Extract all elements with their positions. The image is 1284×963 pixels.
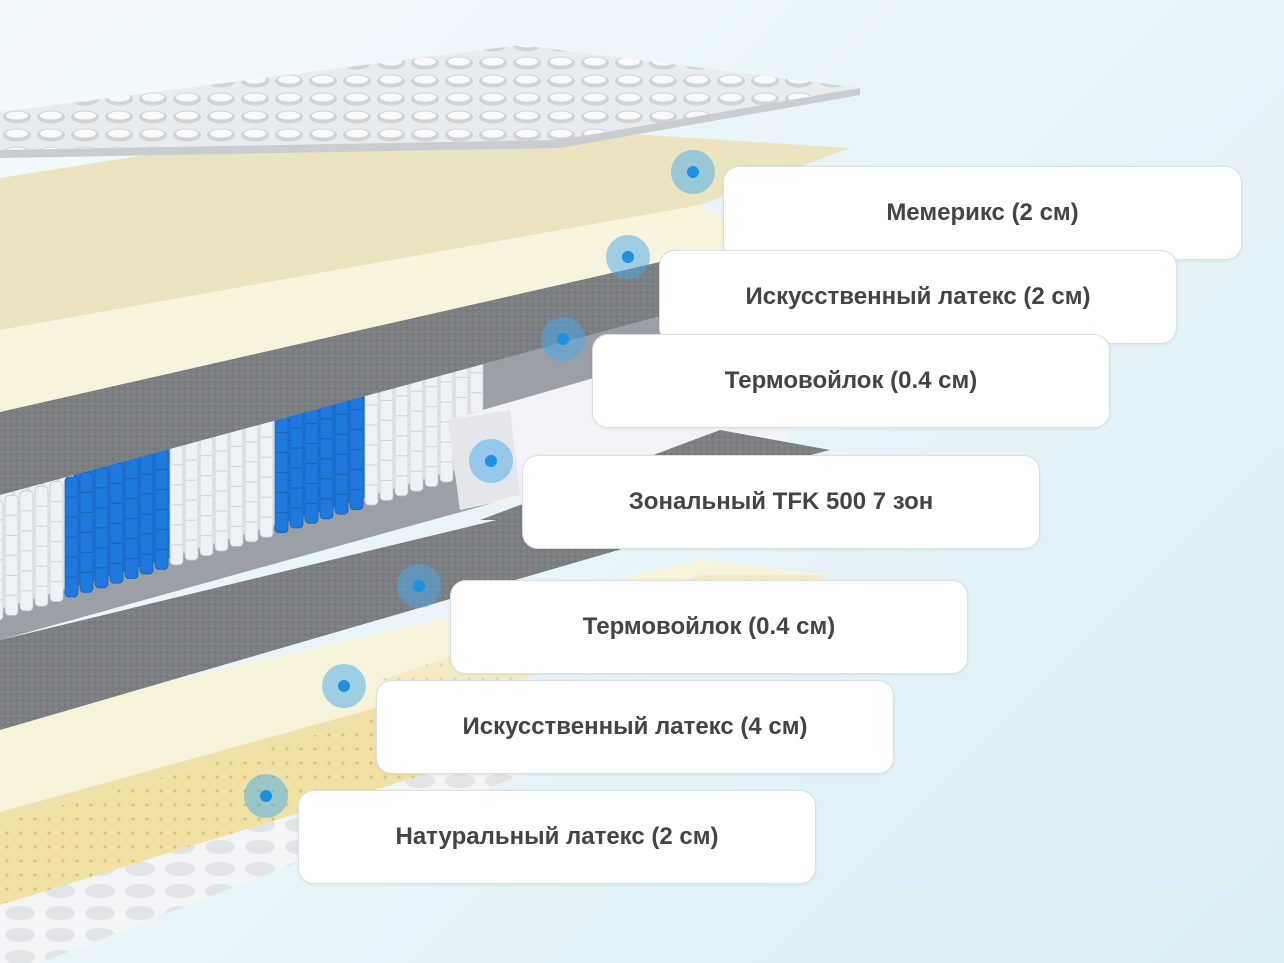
layer-label-spring-block: Зональный TFK 500 7 зон: [522, 455, 1040, 549]
top-quilted-cover: [0, 45, 860, 150]
layer-label-natural-latex: Натуральный латекс (2 см): [298, 790, 816, 884]
layer-label-felt-bottom: Термовойлок (0.4 см): [450, 580, 968, 674]
layer-label-latex-2cm: Искусственный латекс (2 см): [659, 250, 1177, 344]
layer-marker-felt-bottom[interactable]: [397, 564, 441, 608]
latex-2cm-layer: [0, 205, 780, 412]
layer-marker-memorix[interactable]: [671, 150, 715, 194]
layer-marker-spring-block[interactable]: [469, 439, 513, 483]
layer-label-memorix: Мемерикс (2 см): [723, 166, 1242, 260]
felt-top-layer: [0, 250, 720, 495]
layer-label-latex-4cm: Искусственный латекс (4 см): [376, 680, 894, 774]
memory-foam-layer: [0, 118, 850, 330]
layer-marker-natural-latex[interactable]: [244, 774, 288, 818]
layer-marker-latex-2cm[interactable]: [606, 235, 650, 279]
felt-bottom-layer: [0, 495, 790, 730]
layer-label-felt-top: Термовойлок (0.4 см): [592, 334, 1110, 428]
layer-marker-latex-4cm[interactable]: [322, 664, 366, 708]
layer-marker-felt-top[interactable]: [541, 317, 585, 361]
